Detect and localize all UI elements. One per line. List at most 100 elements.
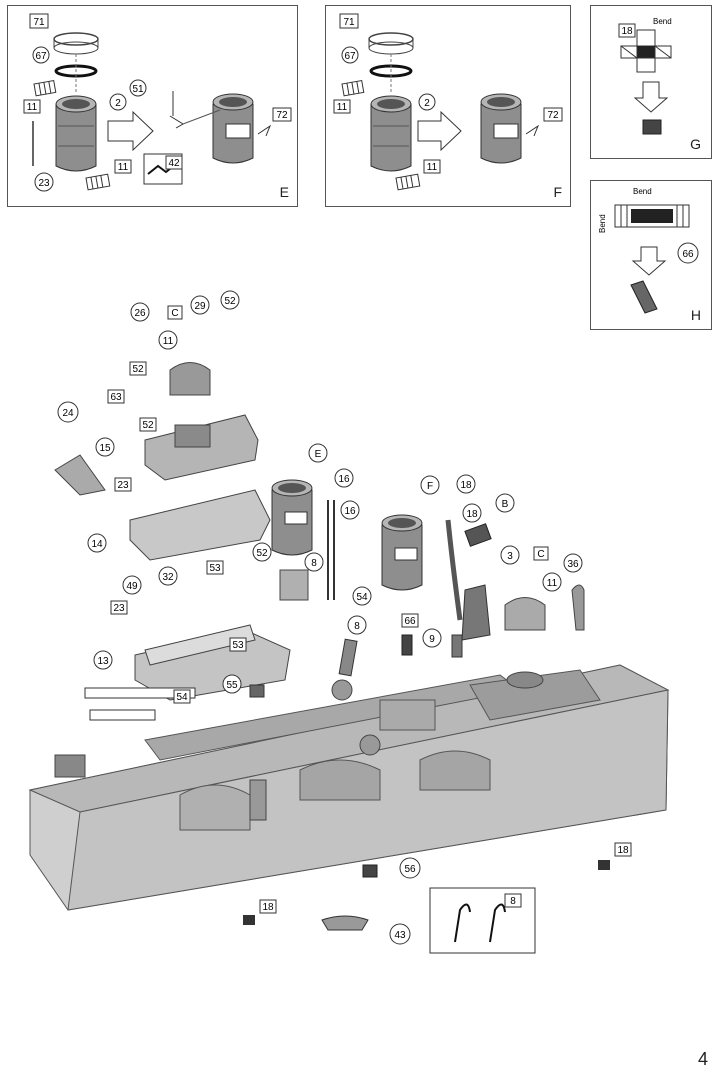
svg-text:43: 43 (394, 930, 406, 941)
callout-32: 32 (158, 566, 178, 586)
callout-3: 3 (500, 545, 520, 565)
etch-part-18 (620, 29, 672, 73)
label-2-f: 2 (418, 93, 436, 111)
bend-label-g: Bend (653, 17, 672, 26)
callout-18-b: 18 (462, 503, 482, 523)
svg-text:18: 18 (617, 845, 629, 856)
svg-text:52: 52 (224, 296, 236, 307)
svg-text:11: 11 (163, 336, 174, 347)
callout-f: F (420, 475, 440, 495)
callout-52-low: 52 (252, 542, 272, 562)
callout-16-b: 16 (340, 500, 360, 520)
label-2: 2 (109, 93, 127, 111)
svg-text:8: 8 (354, 621, 360, 632)
part-18-right (598, 860, 610, 870)
label-72: 72 (272, 107, 292, 122)
panel-letter-f: F (553, 184, 562, 200)
svg-text:67: 67 (35, 51, 47, 62)
svg-text:2: 2 (424, 98, 430, 109)
label-67-f: 67 (341, 46, 359, 64)
assembly-arrow-f (417, 110, 462, 152)
svg-text:13: 13 (97, 656, 109, 667)
callout-26: 26 (130, 302, 150, 322)
label-18-g: 18 (618, 23, 636, 38)
svg-text:72: 72 (547, 110, 559, 121)
svg-text:11: 11 (547, 578, 558, 589)
callout-24: 24 (57, 401, 79, 423)
svg-text:51: 51 (132, 84, 144, 95)
callout-18-a: 18 (456, 474, 476, 494)
svg-text:72: 72 (276, 110, 288, 121)
svg-text:23: 23 (38, 178, 50, 189)
mast-part-3 (461, 584, 491, 641)
label-71: 71 (29, 13, 49, 29)
callout-8-detail: 8 (504, 893, 522, 908)
svg-text:11: 11 (118, 162, 129, 173)
funnel-e-main (271, 479, 313, 556)
part-55 (249, 684, 265, 698)
label-11-f-top: 11 (333, 99, 351, 114)
svg-text:52: 52 (256, 548, 268, 559)
funnel-part-2-f (370, 95, 412, 172)
part-11-right (504, 597, 546, 631)
callout-54-left: 54 (173, 689, 191, 704)
panel-letter-h: H (690, 307, 701, 323)
funnel-f-main (381, 514, 423, 591)
page-number: 4 (697, 1049, 708, 1069)
panel-letter-e: E (279, 184, 289, 200)
svg-text:29: 29 (194, 301, 206, 312)
svg-text:26: 26 (134, 308, 146, 319)
main-assembly-drawing: 26 C 29 52 11 52 63 52 24 15 E 16 16 23 … (28, 290, 670, 954)
svg-text:55: 55 (226, 680, 238, 691)
svg-text:C: C (537, 549, 544, 560)
callout-b: B (495, 493, 515, 513)
callout-c-top: C (167, 305, 183, 320)
label-67: 67 (32, 46, 50, 64)
callout-14: 14 (87, 533, 107, 553)
callout-8-top: 8 (304, 552, 324, 572)
label-42: 42 (165, 155, 183, 170)
part-8 (338, 638, 358, 677)
svg-text:54: 54 (176, 692, 188, 703)
svg-text:36: 36 (567, 559, 579, 570)
svg-text:8: 8 (311, 558, 317, 569)
svg-text:16: 16 (338, 474, 350, 485)
callout-52-top: 52 (220, 290, 240, 310)
svg-text:11: 11 (27, 102, 38, 113)
svg-text:18: 18 (262, 902, 274, 913)
bridge-part-15 (144, 362, 259, 481)
svg-text:18: 18 (466, 509, 478, 520)
assembly-arrow (107, 110, 154, 152)
part-56 (362, 864, 378, 878)
part-b (464, 523, 492, 547)
callout-9: 9 (422, 628, 442, 648)
down-arrow-h (631, 246, 667, 276)
panel-e-drawing: 71 67 2 11 23 11 51 42 72 (23, 13, 292, 192)
panel-e: 71 67 2 11 23 11 51 42 72 E (7, 5, 298, 207)
deck-part-14 (129, 489, 271, 561)
funnel-part-2 (55, 95, 97, 172)
svg-text:18: 18 (460, 480, 472, 491)
part-18-left (243, 915, 255, 925)
svg-text:2: 2 (115, 98, 121, 109)
svg-text:49: 49 (126, 581, 138, 592)
callout-23-mid: 23 (110, 600, 128, 615)
railing-part-54 (84, 687, 196, 721)
panel-h-drawing: Bend Bend 66 (598, 187, 699, 314)
panel-letter-g: G (690, 136, 701, 152)
funnel-assembled-e (212, 93, 254, 164)
callout-52-left: 52 (129, 361, 147, 376)
panel-g: Bend 18 G (590, 5, 712, 159)
panel-h: Bend Bend 66 H (590, 180, 712, 330)
callout-11-right: 11 (542, 572, 562, 592)
callout-36: 36 (563, 553, 583, 573)
callout-43: 43 (389, 923, 411, 945)
bend-label-h-top: Bend (633, 187, 652, 196)
callout-18-left: 18 (259, 899, 277, 914)
bend-label-h-side: Bend (598, 214, 607, 233)
label-51: 51 (129, 79, 147, 97)
grille-part-11-top (33, 79, 57, 97)
callout-52-mid: 52 (139, 417, 157, 432)
boat-part-43 (321, 915, 369, 931)
svg-text:56: 56 (404, 864, 416, 875)
